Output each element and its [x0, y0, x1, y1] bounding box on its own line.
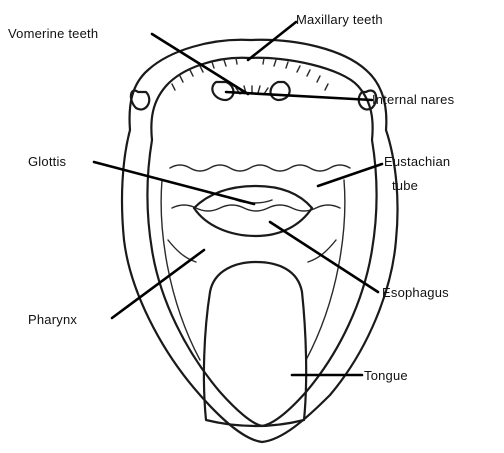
internal-nares-leader: [226, 92, 372, 100]
pharynx-right-fold: [308, 240, 336, 262]
right-internal-naris: [271, 82, 290, 100]
internal-nares-label: Internal nares: [372, 92, 455, 107]
eustachian-tube-label-line1: Eustachian: [384, 154, 450, 169]
vomerine-teeth-label: Vomerine teeth: [8, 26, 98, 41]
esophagus-leader: [270, 222, 378, 292]
maxillary-teeth-label: Maxillary teeth: [296, 12, 383, 27]
pharynx-label: Pharynx: [28, 312, 77, 327]
esophagus-label: Esophagus: [382, 285, 449, 300]
tongue-label: Tongue: [364, 368, 408, 383]
glottis-label: Glottis: [28, 154, 67, 169]
palate-wavy-line-upper: [170, 165, 350, 171]
tongue-outline: [204, 262, 306, 426]
pharynx-leader: [112, 250, 204, 318]
leader-lines: [94, 22, 382, 375]
eustachian-tube-label-line2: tube: [392, 178, 418, 193]
